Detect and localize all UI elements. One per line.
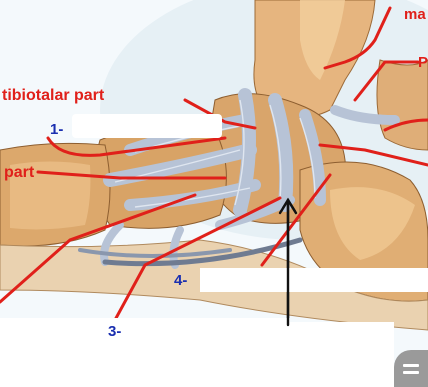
label-top-right: ma xyxy=(404,7,426,22)
blank-box-bottom xyxy=(290,322,394,352)
blank-box-1 xyxy=(72,114,222,138)
label-number-3: 3- xyxy=(108,324,121,339)
fibula-bone xyxy=(377,60,428,150)
black-arrow-overlay xyxy=(282,196,296,330)
label-number-1: 1- xyxy=(50,122,63,137)
bottom-strip xyxy=(0,352,394,387)
label-number-4: 4- xyxy=(174,273,187,288)
label-right-upper: P xyxy=(418,55,428,70)
corner-menu-button[interactable] xyxy=(394,350,428,387)
label-part: part xyxy=(4,165,34,181)
label-tibiotalar: tibiotalar part xyxy=(2,88,104,104)
blank-box-4 xyxy=(200,268,428,292)
